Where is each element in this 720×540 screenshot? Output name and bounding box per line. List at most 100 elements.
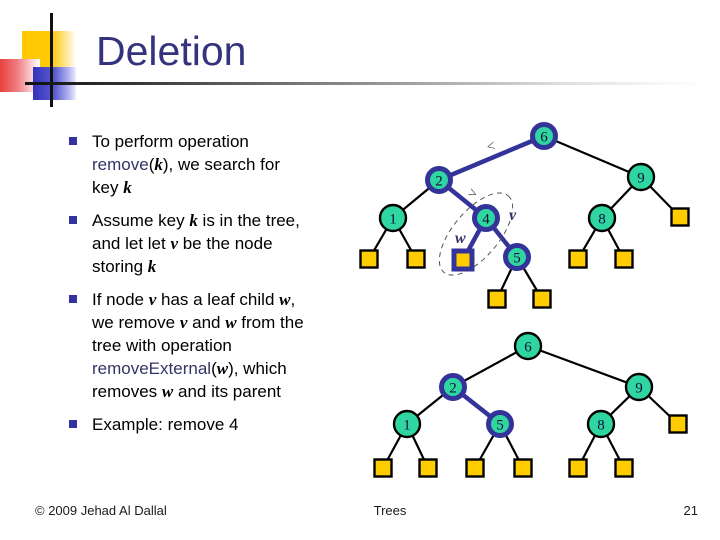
tree-leaf	[614, 458, 634, 478]
bullet-item: Assume key k is in the tree,and let let …	[69, 209, 369, 278]
tree-leaf	[568, 458, 588, 478]
tree-node-5	[503, 243, 531, 271]
tree-leaf	[668, 414, 688, 434]
tree-node-label-1: 1	[389, 211, 397, 227]
tree-leaf	[359, 249, 379, 269]
tree-after-removal: 6 2 9 1 5 8	[373, 331, 688, 478]
title-underline	[25, 82, 710, 85]
tree-node-5	[486, 410, 514, 438]
tree-edge-highlighted	[436, 133, 547, 183]
body-text: Example: remove 4	[92, 415, 239, 434]
tree-node-1	[378, 203, 408, 233]
tree-node-2	[439, 373, 467, 401]
bullet-marker-icon	[69, 137, 77, 145]
bullet-marker-icon	[69, 420, 77, 428]
tree-node-8	[587, 203, 617, 233]
variable-text: k	[123, 178, 132, 197]
body-text: is in the tree,	[197, 211, 300, 230]
tree-node-label-4: 4	[482, 211, 490, 227]
tree-leaf	[614, 249, 634, 269]
bullet-item: Example: remove 4	[69, 413, 369, 436]
tree-leaf	[487, 289, 507, 309]
tree-node-2	[425, 166, 453, 194]
body-text: and its parent	[173, 382, 282, 401]
tree-leaf	[513, 458, 533, 478]
tree-node-label-5: 5	[496, 417, 504, 433]
tree-node-label-9: 9	[635, 380, 643, 396]
variable-text: w	[161, 382, 174, 401]
tree-node-label-6: 6	[524, 339, 532, 355]
variable-text: k	[154, 155, 163, 174]
tree-node-1	[392, 409, 422, 439]
body-text: ), we search for	[162, 155, 281, 174]
tree-node-label-2: 2	[449, 380, 457, 396]
tree-node-label-1: 1	[403, 417, 411, 433]
body-text: ,	[290, 290, 296, 309]
keyword-text: remove	[92, 155, 149, 174]
tree-before-removal: 6 2 9 1 4 8 5 < > v w	[359, 122, 690, 309]
tree-node-label-8: 8	[598, 211, 606, 227]
keyword-text: removeExternal	[92, 359, 212, 378]
tree-node-9	[626, 162, 656, 192]
footer-page-number: 21	[683, 503, 698, 518]
tree-leaf	[568, 249, 588, 269]
tree-leaf	[418, 458, 438, 478]
label-w: w	[455, 230, 466, 247]
logo-vertical-line	[50, 13, 53, 107]
body-text: storing	[92, 257, 148, 276]
bullet-marker-icon	[69, 295, 77, 303]
body-text: be the node	[178, 234, 273, 253]
bullet-item: If node v has a leaf child w, we remove v…	[69, 288, 369, 403]
variable-text: v	[179, 313, 188, 332]
footer-copyright: © 2009 Jehad Al Dallal	[35, 503, 167, 518]
tree-leaf	[532, 289, 552, 309]
tree-leaf	[406, 249, 426, 269]
body-text: (	[148, 155, 155, 174]
body-text: we remove	[92, 313, 180, 332]
greater-than-symbol: >	[465, 185, 479, 203]
label-v: v	[509, 207, 517, 224]
tree-leaf-w	[451, 248, 475, 272]
body-text: and	[187, 313, 226, 332]
slide-title: Deletion	[96, 28, 247, 74]
tree-node-label-6: 6	[540, 129, 548, 145]
bullet-marker-icon	[69, 216, 77, 224]
variable-text: k	[189, 211, 198, 230]
variable-text: v	[148, 290, 157, 309]
tree-node-6	[513, 331, 543, 361]
body-text: from the	[236, 313, 304, 332]
dashed-selection-outline	[438, 192, 514, 276]
body-text: has a leaf child	[156, 290, 280, 309]
less-than-symbol: <	[485, 138, 497, 156]
body-text: (	[211, 359, 217, 378]
variable-text: v	[170, 234, 178, 253]
tree-node-label-8: 8	[597, 417, 605, 433]
body-text: Assume key	[92, 211, 190, 230]
variable-text: k	[147, 257, 157, 276]
tree-node-4	[472, 204, 500, 232]
tree-node-label-5: 5	[513, 250, 521, 266]
tree-leaf	[670, 207, 690, 227]
footer-section: Trees	[373, 503, 407, 518]
tree-node-9	[624, 372, 654, 402]
tree-node-label-9: 9	[637, 170, 645, 186]
body-text: removes	[92, 382, 162, 401]
tree-edge	[451, 344, 530, 389]
tree-node-6	[530, 122, 558, 150]
body-text: To perform operation	[92, 132, 249, 151]
body-text: key	[92, 178, 124, 197]
tree-node-8	[586, 409, 616, 439]
tree-edge	[526, 344, 641, 389]
body-text: ), which	[228, 359, 287, 378]
tree-node-label-2: 2	[435, 173, 443, 189]
variable-text: w	[225, 313, 237, 332]
tree-edge	[542, 134, 643, 179]
variable-text: w	[279, 290, 291, 309]
variable-text: w	[216, 359, 229, 378]
body-text: If node	[92, 290, 149, 309]
body-text: and let let	[92, 234, 171, 253]
